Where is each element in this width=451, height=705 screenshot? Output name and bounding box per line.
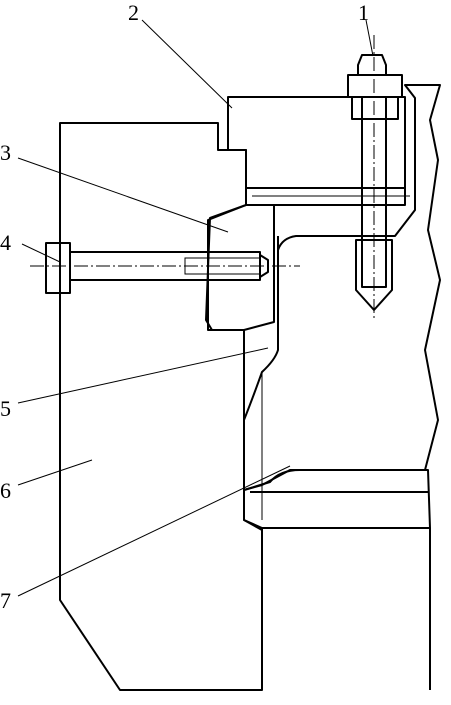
leader-3 xyxy=(17,157,229,233)
bolt-4 xyxy=(30,242,300,294)
leader-7 xyxy=(17,465,291,597)
label-2: 2 xyxy=(128,0,139,25)
label-5: 5 xyxy=(0,396,11,421)
leader-2 xyxy=(141,19,233,109)
part-7-ring xyxy=(243,469,431,529)
label-4: 4 xyxy=(0,230,11,255)
label-7: 7 xyxy=(0,588,11,613)
lower-bore xyxy=(261,528,431,690)
part-2-cover xyxy=(227,96,406,189)
label-1: 1 xyxy=(358,0,369,25)
leader-6 xyxy=(17,459,93,486)
label-3: 3 xyxy=(0,140,11,165)
bolt-1 xyxy=(347,35,403,320)
label-6: 6 xyxy=(0,478,11,503)
leader-4 xyxy=(21,243,61,263)
leader-5 xyxy=(17,347,269,404)
part-3-ring xyxy=(205,204,275,331)
leader-1 xyxy=(365,19,374,57)
